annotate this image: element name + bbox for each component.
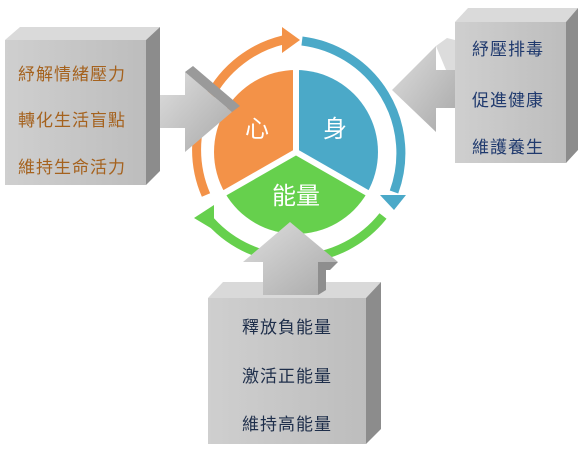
left-box-item: 轉化生活盲點	[18, 111, 126, 131]
heart-label: 心	[245, 115, 269, 143]
bottom-box-front	[208, 298, 366, 444]
right-box-item: 紓壓排毒	[472, 40, 544, 60]
blue-cycle-arc	[301, 36, 406, 194]
left-pointer-arrow-shade	[185, 66, 240, 112]
left-box-top	[5, 27, 160, 40]
energy-label: 能量	[272, 182, 320, 210]
bottom-box-item: 維持高能量	[242, 415, 332, 435]
blue-arc-arrowhead	[380, 195, 406, 210]
energy-sector	[225, 152, 367, 234]
right-pointer-arrow	[392, 46, 455, 132]
left-box-side	[146, 27, 160, 185]
orange-arc-arrowhead	[282, 27, 300, 53]
right-pointer-arrow-shade	[436, 38, 455, 70]
bottom-pointer-arrow	[243, 222, 338, 295]
right-box-item: 促進健康	[472, 91, 544, 111]
bottom-box	[208, 282, 381, 444]
left-pointer-arrow	[160, 72, 232, 152]
right-box-item: 維護養生	[472, 138, 544, 158]
pie-divider-right	[294, 149, 373, 198]
left-box	[5, 27, 160, 185]
right-box-side	[566, 8, 578, 163]
green-arc-arrowhead	[194, 205, 214, 230]
right-box-top	[455, 8, 578, 22]
left-box-item: 紓解情緒壓力	[18, 65, 126, 85]
right-box	[455, 8, 578, 163]
bottom-box-item: 釋放負能量	[242, 318, 332, 338]
left-box-item: 維持生命活力	[18, 158, 126, 178]
body-label: 身	[323, 115, 347, 143]
bottom-box-item: 激活正能量	[242, 367, 332, 387]
right-box-front	[455, 22, 566, 163]
bottom-box-side	[366, 282, 381, 444]
left-box-front	[5, 40, 146, 185]
bottom-pointer-arrow-shade	[318, 262, 338, 295]
pie-divider-left	[219, 149, 298, 198]
